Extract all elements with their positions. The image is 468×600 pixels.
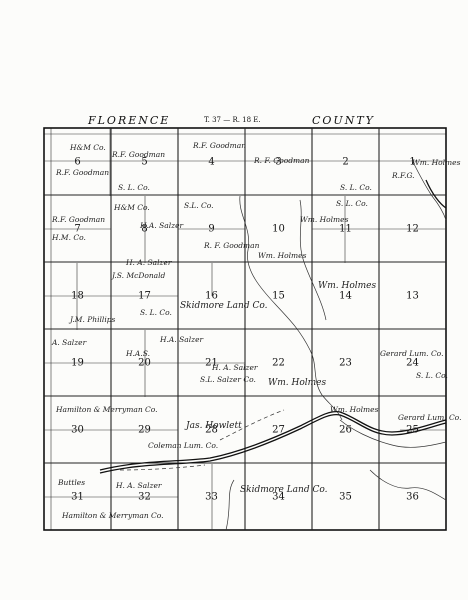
owner-label: Wm. Holmes (268, 378, 327, 388)
owner-label: Buttles (57, 478, 85, 487)
owner-label: Hamilton & Merryman Co. (61, 511, 164, 520)
owner-label: Hamilton & Merryman Co. (55, 405, 158, 414)
owner-label: R.F. Goodman (111, 150, 165, 159)
owner-label: R. F. Goodman (253, 156, 310, 165)
owner-label: S. L. Co. (118, 183, 150, 192)
owner-label: H&M Co. (113, 203, 150, 212)
subdivision-lines (44, 128, 446, 530)
section-number: 28 (205, 425, 218, 436)
owner-label: S.L. Co. (184, 201, 214, 210)
owner-label: S. L. Co. (340, 183, 372, 192)
section-number: 36 (406, 492, 419, 503)
owner-label: R.F. Goodman (55, 168, 109, 177)
owner-label: Gerard Lum. Co. (398, 413, 461, 422)
section-number: 33 (205, 492, 218, 503)
owner-label: H&M Co. (69, 143, 106, 152)
section-number: 2 (342, 157, 348, 168)
section-number: 27 (272, 425, 285, 436)
owner-label: S.L. Salzer Co. (200, 375, 256, 384)
railroad (99, 179, 447, 474)
owner-label: H.A.S. (125, 349, 150, 358)
owner-label: H.A. Salzer (159, 335, 204, 344)
owner-labels: H&M Co. R.F. Goodman R.F. Goodman S. L. … (51, 141, 461, 520)
owner-label: R.F. Goodman (51, 215, 105, 224)
section-number: 5 (141, 157, 147, 168)
township-range-label: T. 37 — R. 18 E. (204, 116, 261, 124)
owner-label: S. L. Co. (140, 308, 172, 317)
county-name-left: FLORENCE (87, 114, 170, 127)
section-number: 26 (339, 425, 352, 436)
owner-label: Wm. Holmes (258, 251, 307, 260)
owner-label: S. L. Co. (336, 199, 368, 208)
owner-label: H.A. Salzer (139, 221, 184, 230)
owner-label: Jas. Howlett (184, 421, 242, 431)
owner-label: H. A. Salzer (115, 481, 162, 490)
owner-label: Wm. Holmes (330, 405, 379, 414)
section-number: 15 (272, 291, 285, 302)
section-number: 6 (74, 157, 80, 168)
roads (119, 409, 285, 471)
section-number: 16 (205, 291, 218, 302)
section-number: 35 (339, 492, 352, 503)
county-name-right: COUNTY (312, 114, 375, 127)
owner-label: Wm. Holmes (412, 158, 461, 167)
owner-label: J.S. McDonald (110, 271, 166, 280)
owner-label: H.M. Co. (51, 233, 86, 242)
section-number: 34 (272, 492, 285, 503)
owner-label: H. A. Salzer (125, 258, 172, 267)
section-number: 24 (406, 358, 419, 369)
section-number: 13 (406, 291, 419, 302)
rivers (225, 159, 447, 531)
owner-label: Skidmore Land Co. (240, 485, 328, 495)
owner-label: Gerard Lum. Co. (380, 349, 443, 358)
owner-label: A. Salzer (51, 338, 87, 347)
section-number: 10 (272, 224, 285, 235)
section-number: 23 (339, 358, 352, 369)
owner-label: Wm. Holmes (318, 281, 377, 291)
owner-label: Skidmore Land Co. (180, 301, 268, 311)
owner-label: S. L. Co. (416, 371, 448, 380)
owner-label: R.F. Goodman (192, 141, 246, 150)
section-number: 1 (409, 157, 415, 168)
section-number: 4 (208, 157, 214, 168)
owner-label: R. F. Goodman (203, 241, 260, 250)
section-number: 8 (141, 224, 147, 235)
section-number: 3 (275, 157, 281, 168)
owner-label: J.M. Phillips (68, 315, 116, 324)
section-number: 22 (272, 358, 285, 369)
owner-label: R.F.G. (391, 171, 415, 180)
owner-label: H. A. Salzer (211, 363, 258, 372)
section-number: 14 (339, 291, 352, 302)
owner-label: Wm. Holmes (300, 215, 349, 224)
owner-label: Coleman Lum. Co. (148, 441, 218, 450)
